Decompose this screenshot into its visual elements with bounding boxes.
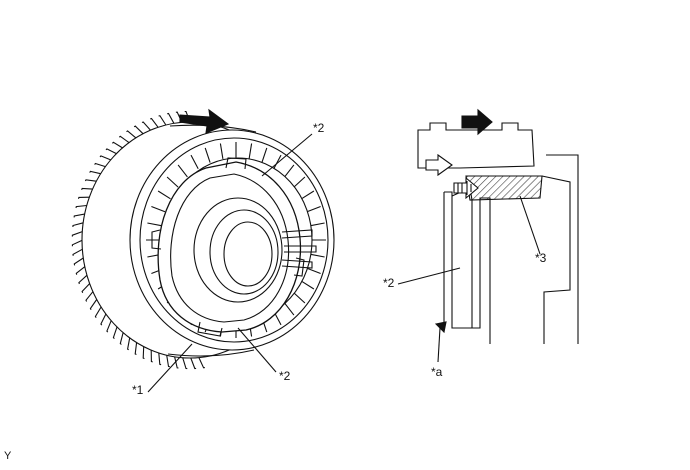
leader-line-a (437, 327, 441, 363)
hub-bore (223, 221, 273, 287)
gear-assembly-illustration (71, 108, 335, 393)
gear-web (443, 191, 491, 344)
hub-splines (281, 229, 317, 269)
cross-section-illustration (397, 108, 579, 363)
sleeve-profile (417, 122, 535, 169)
leader-line-2-bottom (237, 327, 277, 373)
leader-line-1 (147, 343, 193, 393)
striped-arrow-icon (453, 176, 479, 200)
point-a-marker (434, 321, 447, 334)
gear-tooth-path (71, 110, 205, 370)
leader-line-2-top (261, 133, 313, 177)
label-snap-ring-section: *2 (383, 276, 395, 290)
right-arrow-icon (461, 108, 493, 136)
snap-ring-lug-bottom (197, 321, 223, 337)
gear-face-inner (139, 137, 329, 343)
snap-ring-lug-top (225, 157, 247, 170)
right-arrow-icon (179, 108, 230, 134)
snap-ring-lug-right (293, 257, 305, 277)
label-point-a: *a (431, 365, 443, 379)
snap-ring-lug-left (151, 229, 162, 250)
corner-code: Y (4, 450, 12, 462)
leader-line-3 (519, 195, 541, 255)
hub-inner (209, 209, 279, 295)
gear-teeth (71, 110, 205, 370)
gear-side-line-bottom (167, 349, 255, 357)
leader-line-2-section (397, 267, 461, 285)
label-gear-assembly: *1 (132, 383, 144, 397)
hub-outer (193, 197, 283, 303)
snap-ring-inner-edge (170, 173, 290, 323)
housing-outline (541, 154, 579, 344)
outline-arrow-icon (425, 153, 453, 177)
label-snap-ring-bottom: *2 (279, 369, 291, 383)
label-snap-ring-top: *2 (313, 121, 325, 135)
label-part-3: *3 (535, 251, 547, 265)
